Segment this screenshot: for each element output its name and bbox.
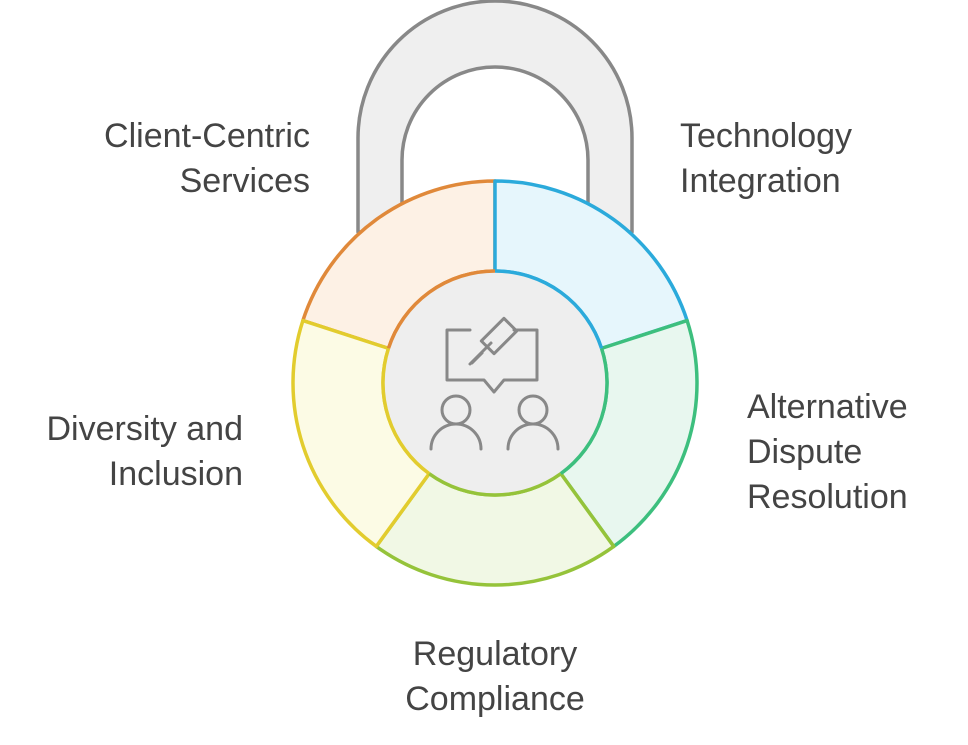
padlock-shackle bbox=[356, 0, 634, 234]
gavel-people-icon bbox=[429, 316, 560, 451]
label-regulatory-compliance: Regulatory Compliance bbox=[405, 635, 585, 718]
center-border-client-centric-services bbox=[386, 269, 496, 349]
center-border-regulatory-compliance bbox=[428, 472, 562, 497]
label-technology-integration: Technology Integration bbox=[680, 117, 853, 200]
center-circle bbox=[383, 271, 607, 495]
center-border-diversity-and-inclusion bbox=[381, 347, 431, 476]
center-border-technology-integration bbox=[494, 269, 604, 349]
label-client-centric-services: Client-Centric Services bbox=[104, 117, 310, 200]
center-border-alternative-dispute-resolution bbox=[559, 347, 609, 476]
label-alternative-dispute-resolution: Alternative Dispute Resolution bbox=[747, 388, 908, 516]
label-diversity-and-inclusion: Diversity and Inclusion bbox=[46, 410, 243, 493]
